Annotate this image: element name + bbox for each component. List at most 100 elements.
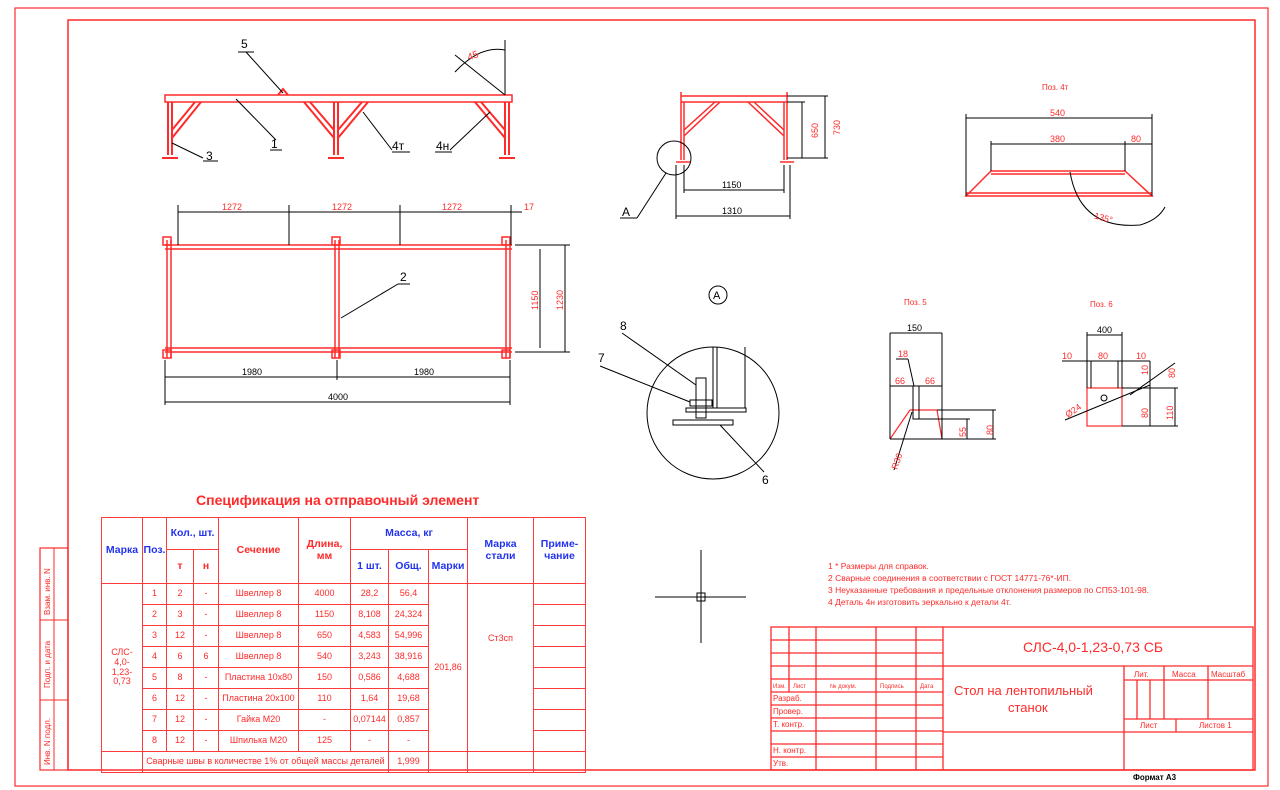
side-dim-650: 650 bbox=[810, 123, 820, 138]
row-tkontr: Т. контр. bbox=[773, 720, 804, 729]
lit-label: Лит. bbox=[1134, 670, 1149, 679]
plan-dim-1272-a: 1272 bbox=[222, 202, 242, 212]
side-dim-730: 730 bbox=[832, 120, 842, 135]
plan-dim-1980-b: 1980 bbox=[414, 367, 434, 377]
cell-one: 0,07144 bbox=[350, 709, 389, 731]
cell-one: 28,2 bbox=[350, 583, 389, 605]
cell-total: 24,324 bbox=[388, 604, 429, 626]
cell-total: 0,857 bbox=[388, 709, 429, 731]
pos6-title: Поз. 6 bbox=[1090, 300, 1113, 309]
hdr-marks: Марки bbox=[427, 549, 469, 584]
cell-section: Швеллер 8 bbox=[218, 646, 299, 668]
cell-n: - bbox=[193, 667, 219, 689]
detail-a-label-8: 8 bbox=[620, 319, 627, 333]
cell-total: 19,68 bbox=[388, 688, 429, 710]
cell-note bbox=[533, 625, 587, 647]
col-date: Дата bbox=[920, 684, 934, 690]
cell-t: 12 bbox=[166, 730, 194, 752]
note-4: 4 Деталь 4н изготовить зеркально к детал… bbox=[828, 597, 1012, 607]
note-2: 2 Сварные соединения в соответствии с ГО… bbox=[828, 573, 1072, 583]
col-sign: Подпись bbox=[880, 684, 904, 690]
pos5-dim-55: 55 bbox=[958, 427, 968, 437]
cell-total: 54,996 bbox=[388, 625, 429, 647]
col-izm: Изм. bbox=[773, 684, 786, 690]
col-doc: № докум. bbox=[830, 683, 857, 690]
row-nkontr: Н. контр. bbox=[773, 746, 806, 755]
detail-a-title: A bbox=[713, 290, 721, 302]
cell-n: - bbox=[193, 709, 219, 731]
cell-note bbox=[533, 646, 587, 668]
cell-length: 150 bbox=[298, 667, 351, 689]
plan-dim-4000: 4000 bbox=[328, 392, 348, 402]
cell-t: 3 bbox=[166, 604, 194, 626]
cell-steel: Ст3сп bbox=[467, 583, 535, 752]
cell-length: 1150 bbox=[298, 604, 351, 626]
front-label-1: 1 bbox=[271, 137, 278, 151]
detail-a-label-7: 7 bbox=[598, 351, 605, 365]
note-3: 3 Неуказанные требования и предельные от… bbox=[828, 585, 1149, 595]
pos5-dim-r30: R30 bbox=[889, 452, 904, 471]
side-stamp: Взам. инв. N Подп. и дата Инв. N подл. bbox=[39, 547, 69, 771]
notes: 1 * Размеры для справок. 2 Сварные соеди… bbox=[828, 560, 1149, 608]
pos6-dim-110: 110 bbox=[1165, 406, 1175, 420]
pos-4t: Поз. 4т 540 380 80 135° bbox=[964, 83, 1166, 226]
pos5-dim-150: 150 bbox=[907, 323, 922, 333]
format-label: Формат А3 bbox=[1133, 773, 1177, 782]
cell-note bbox=[533, 730, 587, 752]
pos4t-title: Поз. 4т bbox=[1042, 83, 1069, 92]
cell-n: - bbox=[193, 688, 219, 710]
side-dim-1310: 1310 bbox=[722, 206, 742, 216]
welds-row: Сварные швы в количестве 1% от общей мас… bbox=[101, 751, 587, 773]
pos5-dim-66b: 66 bbox=[925, 376, 935, 386]
spec-title: Спецификация на отправочный элемент bbox=[196, 492, 480, 508]
pos6-dim-400: 400 bbox=[1097, 325, 1112, 335]
sheet-label: Лист bbox=[1140, 721, 1158, 730]
col-list: Лист bbox=[793, 684, 806, 690]
cell-marks-total: 201,86 bbox=[427, 583, 469, 752]
plan-view: 1272 1272 1272 17 1150 1230 1980 1980 40… bbox=[162, 202, 570, 405]
designation: СЛС-4,0-1,23-0,73 СБ bbox=[1023, 639, 1163, 655]
cell-n: - bbox=[193, 604, 219, 626]
hdr-section: Сечение bbox=[218, 517, 299, 584]
hdr-length: Длина, мм bbox=[298, 517, 351, 584]
pos6-dim-80b: 80 bbox=[1167, 368, 1177, 378]
pos-6: Поз. 6 400 10 80 10 10 80 80 110 Ø24 bbox=[1062, 300, 1178, 427]
cell-pos: 2 bbox=[142, 604, 167, 626]
side-view: 650 730 1150 1310 A bbox=[620, 92, 842, 219]
pos4t-dim-380: 380 bbox=[1050, 134, 1065, 144]
stamp-inv-podl: Инв. N подл. bbox=[43, 718, 52, 765]
stamp-podp-data: Подп. и дата bbox=[43, 640, 52, 688]
cell-note bbox=[533, 583, 587, 605]
cell-total: 38,916 bbox=[388, 646, 429, 668]
welds-value: 1,999 bbox=[388, 751, 429, 773]
hdr-n: н bbox=[193, 549, 219, 584]
cell-section: Швеллер 8 bbox=[218, 604, 299, 626]
hdr-marka: Марка bbox=[101, 517, 143, 584]
side-callout-a: A bbox=[622, 205, 630, 219]
cell-note bbox=[533, 667, 587, 689]
scale-label: Масштаб bbox=[1211, 670, 1246, 679]
plan-dim-17: 17 bbox=[524, 202, 534, 212]
crosshair-cursor bbox=[655, 550, 746, 643]
hdr-one: 1 шт. bbox=[350, 549, 389, 584]
cell-one: 4,583 bbox=[350, 625, 389, 647]
cell-length: 4000 bbox=[298, 583, 351, 605]
cell-pos: 7 bbox=[142, 709, 167, 731]
welds-label: Сварные швы в количестве 1% от общей мас… bbox=[142, 751, 389, 773]
pos6-dim-80a: 80 bbox=[1098, 351, 1108, 361]
inner-frame bbox=[67, 19, 1256, 771]
cell-total: - bbox=[388, 730, 429, 752]
cell-note bbox=[533, 688, 587, 710]
cell-section: Швеллер 8 bbox=[218, 625, 299, 647]
front-view: 5 1 3 4т 4н 45 bbox=[162, 37, 515, 163]
plan-dim-1272-c: 1272 bbox=[442, 202, 462, 212]
cell-t: 2 bbox=[166, 583, 194, 605]
cell-length: 540 bbox=[298, 646, 351, 668]
cell-section: Гайка М20 bbox=[218, 709, 299, 731]
cell-length: 125 bbox=[298, 730, 351, 752]
row-utv: Утв. bbox=[773, 759, 788, 768]
plan-dim-1980-a: 1980 bbox=[242, 367, 262, 377]
